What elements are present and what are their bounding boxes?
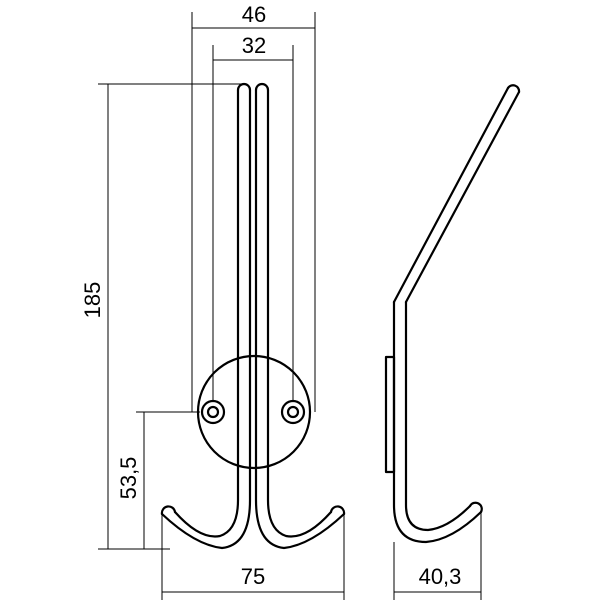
side-back-inner [404,300,472,532]
side-back-outer [392,300,483,544]
dim-32-label: 32 [242,33,266,58]
side-view [384,84,521,544]
right-rod-inner [266,88,333,538]
right-screw-hole [280,399,306,425]
dimension-53-5: 53,5 [116,411,200,549]
right-rod-top [254,82,270,92]
side-upper-arm-inner [404,90,521,304]
left-hook-tip [160,505,177,516]
right-hook-tip [329,505,346,516]
left-rod-inner [160,88,252,550]
dim-46-label: 46 [242,2,266,27]
side-hook-tip [468,501,483,514]
dimension-40-3: 40,3 [393,512,482,600]
front-view [160,82,346,550]
left-screw-hole [200,399,226,425]
dim-53-5-label: 53,5 [116,457,141,500]
right-rod [254,88,346,550]
side-arm-tip [506,84,521,94]
dimension-75: 75 [161,514,345,600]
dimension-32: 32 [212,33,294,400]
dim-40-3-label: 40,3 [419,564,462,589]
side-upper-arm [392,86,510,304]
dimension-46: 46 [191,2,316,412]
dimension-185: 185 [80,83,244,550]
left-rod-top [236,82,252,92]
side-mounting-plate [384,355,396,474]
left-rod [173,88,240,538]
dim-185-label: 185 [80,282,105,319]
dim-75-label: 75 [241,564,265,589]
